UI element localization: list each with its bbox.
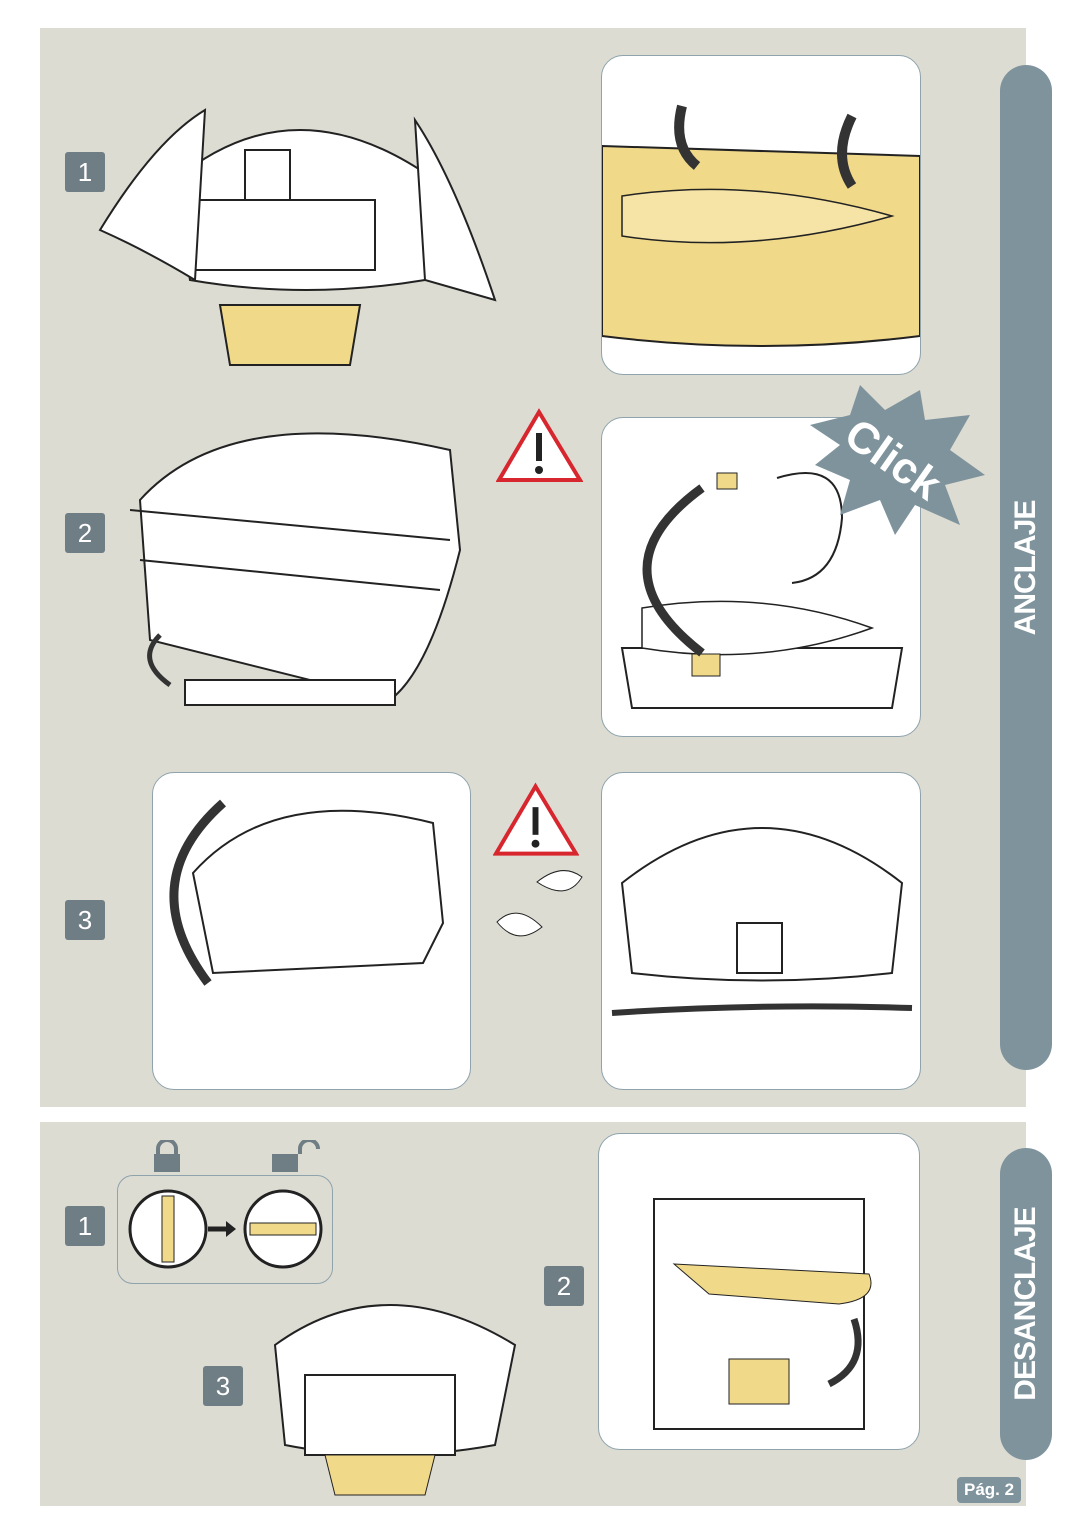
page-number: Pág. 2 <box>957 1477 1022 1503</box>
ear-icon <box>776 472 844 584</box>
lock-open-icon <box>298 1140 320 1154</box>
anclaje-tab: ANCLAJE <box>1000 65 1052 1070</box>
anclaje-label: ANCLAJE <box>1009 500 1042 635</box>
lock-icons <box>150 1140 320 1175</box>
lock-closed-icon <box>156 1140 178 1154</box>
step-badge-1: 1 <box>65 152 105 192</box>
unlock-step-badge-1: 1 <box>65 1206 105 1246</box>
step-badge-3: 3 <box>65 900 105 940</box>
check-case-panel <box>601 772 921 1090</box>
unlock-step-badge-3: 3 <box>203 1366 243 1406</box>
warning-triangle-icon <box>493 782 579 857</box>
case-remove-illustration <box>255 1285 525 1500</box>
rotate-case-panel <box>152 772 471 1090</box>
warning-triangle-icon <box>496 408 583 483</box>
step-badge-2: 2 <box>65 513 105 553</box>
desanclaje-tab: DESANCLAJE <box>1000 1148 1052 1460</box>
case-lift-illustration <box>95 80 505 380</box>
desanclaje-label: DESANCLAJE <box>1009 1207 1042 1401</box>
plate-hooks-panel <box>601 55 921 375</box>
key-turn-panel <box>117 1175 333 1284</box>
eye-icon <box>492 862 587 947</box>
click-starburst: Click <box>800 385 985 535</box>
unlock-step-badge-2: 2 <box>544 1266 584 1306</box>
case-tilt-illustration <box>130 410 480 730</box>
release-lever-panel <box>598 1133 920 1450</box>
